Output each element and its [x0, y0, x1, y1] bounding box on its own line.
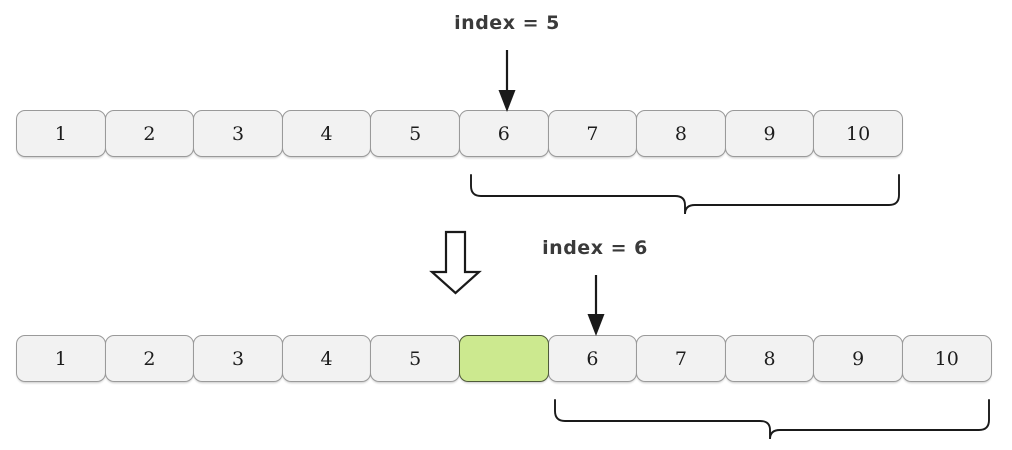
pointer-arrow-bottom-icon — [587, 275, 605, 336]
array-cell: 1 — [16, 335, 106, 382]
array-cell: 1 — [16, 110, 106, 157]
array-cell-empty-slot — [458, 335, 549, 382]
index-label-top: index = 5 — [454, 12, 560, 34]
brace-top-icon — [470, 174, 900, 215]
array-cell: 3 — [193, 335, 283, 382]
array-cell: 2 — [104, 110, 195, 157]
array-cell: 4 — [281, 335, 372, 382]
array-cell: 8 — [636, 110, 726, 157]
array-cell: 6 — [547, 335, 638, 382]
array-cell: 9 — [813, 335, 903, 382]
array-cell: 5 — [370, 335, 460, 382]
array-cell: 3 — [193, 110, 283, 157]
array-cell: 2 — [104, 335, 195, 382]
array-cell: 4 — [281, 110, 372, 157]
array-cell: 10 — [813, 110, 903, 157]
array-cell: 6 — [458, 110, 549, 157]
array-cell: 9 — [724, 110, 815, 157]
brace-bottom-icon — [554, 399, 990, 440]
pointer-arrow-top-icon — [498, 50, 516, 112]
array-cell: 10 — [901, 335, 992, 382]
array-cell: 7 — [547, 110, 638, 157]
array-cell: 8 — [724, 335, 815, 382]
array-cell: 7 — [636, 335, 726, 382]
array-cell: 5 — [370, 110, 460, 157]
transition-arrow-icon — [429, 230, 482, 295]
index-label-bottom: index = 6 — [542, 237, 648, 259]
